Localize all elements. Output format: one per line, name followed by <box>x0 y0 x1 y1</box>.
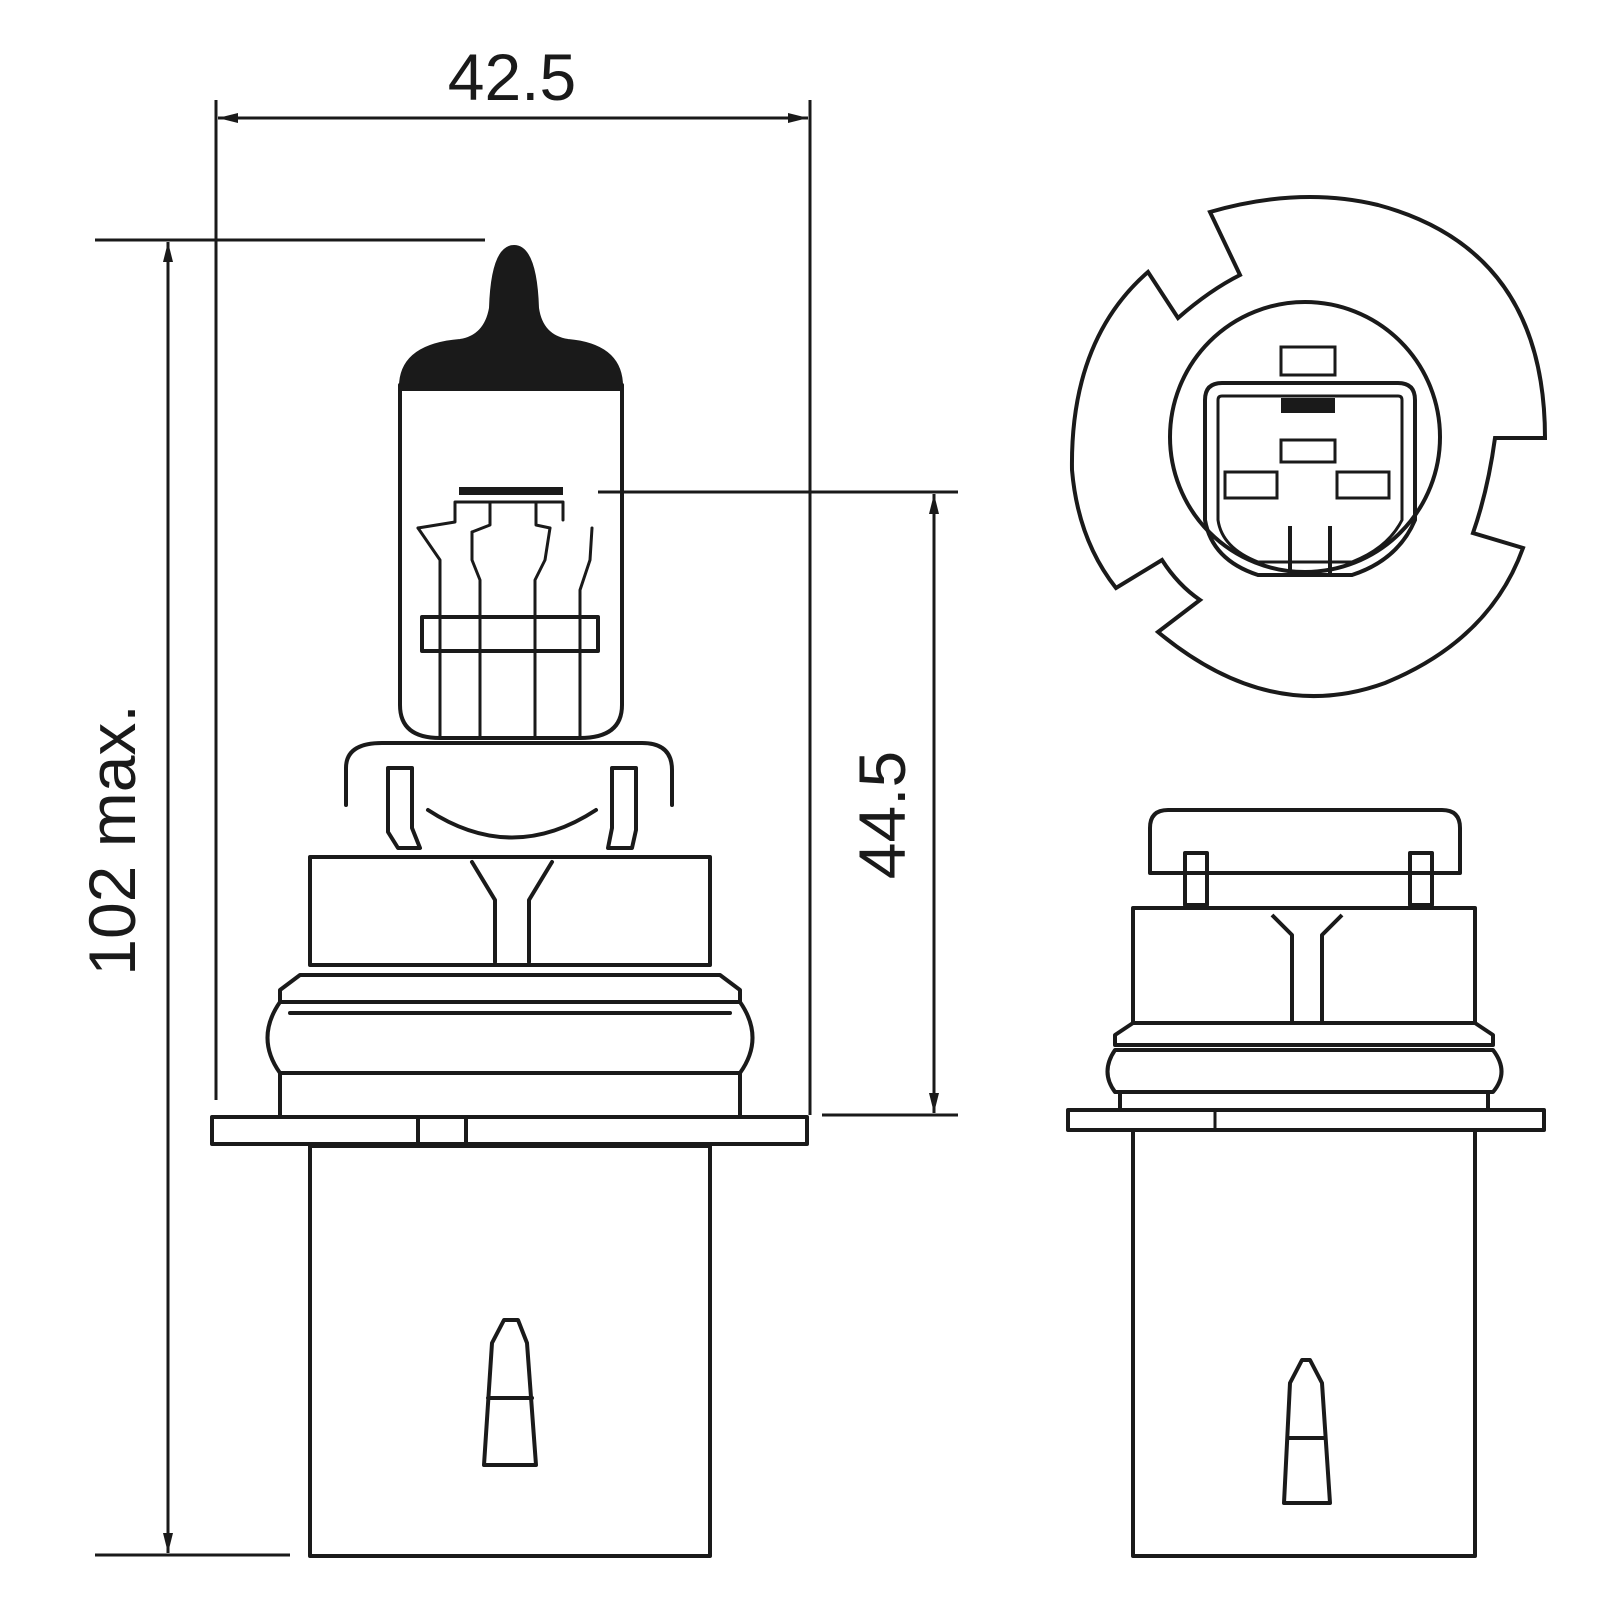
connector-housing <box>308 1144 712 1558</box>
rotated-holder-tab-left <box>1183 851 1209 907</box>
socket-pin-center <box>1279 438 1337 464</box>
glass-envelope <box>398 383 624 740</box>
socket-pin-top-inner <box>1281 398 1335 413</box>
socket-key-slot <box>1288 526 1332 575</box>
connector-socket-inner <box>1216 394 1404 564</box>
reference-flange-plate <box>210 1115 809 1146</box>
socket-pin-right <box>1335 470 1391 500</box>
rotated-base-o-ring <box>1105 1048 1504 1094</box>
dimension-height <box>95 238 485 1557</box>
bulb-holder-clip <box>344 741 674 807</box>
height-dimension-label: 102 max. <box>75 704 149 975</box>
rotated-base-y-stem <box>1270 913 1344 1023</box>
width-dimension-label: 42.5 <box>448 40 576 114</box>
base-upper-block <box>308 855 712 967</box>
rotated-keying-mark <box>1282 1358 1332 1505</box>
rotated-base-ring-lower <box>1118 1092 1490 1108</box>
connector-socket-outline <box>1203 381 1417 577</box>
black-tip <box>398 245 624 391</box>
light-center-dimension-label: 44.5 <box>845 751 919 879</box>
bulb-end-view <box>1069 194 1548 699</box>
bulb-rotated-side-view <box>1066 808 1546 1558</box>
dimension-light-center <box>598 490 958 1117</box>
dimension-width <box>214 100 812 1115</box>
rotated-base-upper-block <box>1131 906 1477 1025</box>
socket-pin-top <box>1279 345 1337 377</box>
rotated-base-ring-top <box>1113 1021 1495 1047</box>
rotated-connector-housing <box>1131 1128 1477 1558</box>
base-ring-top <box>278 973 742 1004</box>
holder-tab-right <box>606 766 638 850</box>
holder-curve <box>426 808 598 840</box>
lead-wires <box>416 526 594 740</box>
flange-key <box>416 1115 468 1146</box>
bulb-side-view <box>210 245 809 1558</box>
base-y-stem <box>470 860 554 964</box>
rotated-holder-tab-right <box>1408 851 1434 907</box>
filament-upper <box>459 487 563 495</box>
rotated-holder-cap <box>1148 808 1462 875</box>
filament-supports <box>416 500 565 534</box>
base-flange-outline <box>1069 194 1548 699</box>
holder-tab-left <box>386 766 422 850</box>
connector-circle <box>1168 300 1442 574</box>
socket-pin-left <box>1223 470 1279 500</box>
pinch-seal <box>420 615 600 653</box>
rotated-reference-flange-plate <box>1066 1108 1546 1132</box>
base-ring-lower <box>278 1071 742 1117</box>
keying-mark <box>482 1318 538 1467</box>
